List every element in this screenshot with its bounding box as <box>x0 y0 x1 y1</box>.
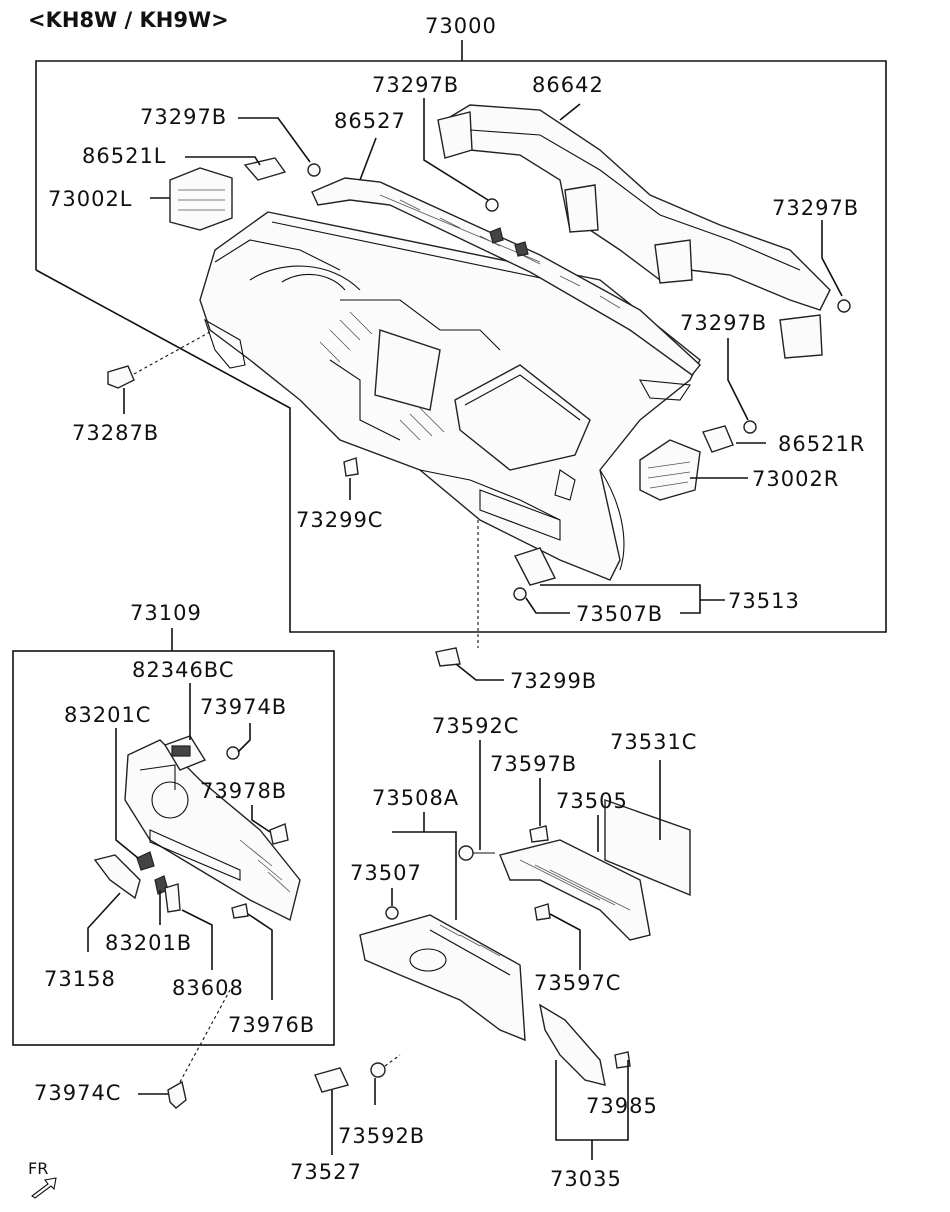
label-73297B: 73297B <box>680 311 767 335</box>
label-73513: 73513 <box>728 589 800 613</box>
label-73002R: 73002R <box>752 467 839 491</box>
part-labels: 73000 73297B 86642 73297B 86527 86521L 7… <box>28 14 865 1191</box>
label-73592B: 73592B <box>338 1124 425 1148</box>
label-86642: 86642 <box>532 73 604 97</box>
label-73508A: 73508A <box>372 786 459 810</box>
label-73978B: 73978B <box>200 779 287 803</box>
leader-lines-main <box>123 98 843 681</box>
label-73297B: 73297B <box>772 196 859 220</box>
front-arrow-icon <box>31 1177 57 1199</box>
label-86521L: 86521L <box>82 144 167 168</box>
label-73000: 73000 <box>425 14 497 38</box>
label-82346BC: 82346BC <box>132 658 235 682</box>
label-73507: 73507 <box>350 861 422 885</box>
label-73976B: 73976B <box>228 1013 315 1037</box>
lower-panel-illustration <box>93 735 301 1109</box>
label-73297B: 73297B <box>372 73 459 97</box>
label-fr: FR <box>28 1159 48 1178</box>
glove-box-illustration <box>314 799 691 1093</box>
label-86521R: 86521R <box>778 432 865 456</box>
label-73507B: 73507B <box>576 602 663 626</box>
label-83201C: 83201C <box>64 703 151 727</box>
label-86527: 86527 <box>334 109 406 133</box>
label-73109: 73109 <box>130 601 202 625</box>
label-73592C: 73592C <box>432 714 519 738</box>
model-header: <KH8W / KH9W> <box>28 8 229 32</box>
label-73158: 73158 <box>44 967 116 991</box>
air-duct-illustration <box>437 104 831 359</box>
instrument-panel-illustration <box>199 211 701 581</box>
label-73974C: 73974C <box>34 1081 121 1105</box>
label-73002L: 73002L <box>48 187 133 211</box>
label-73505: 73505 <box>556 789 628 813</box>
label-73299C: 73299C <box>296 508 383 532</box>
label-73985: 73985 <box>586 1094 658 1118</box>
label-73035: 73035 <box>550 1167 622 1191</box>
main-assembly-frame <box>35 40 887 633</box>
leader-lines-glove-box <box>331 740 661 1160</box>
label-73287B: 73287B <box>72 421 159 445</box>
label-73597C: 73597C <box>534 971 621 995</box>
small-parts-main <box>107 157 851 667</box>
leader-lines-lower-panel <box>87 683 273 1095</box>
label-83201B: 83201B <box>105 931 192 955</box>
label-73299B: 73299B <box>510 669 597 693</box>
label-73527: 73527 <box>290 1160 362 1184</box>
label-83608: 83608 <box>172 976 244 1000</box>
label-73531C: 73531C <box>610 730 697 754</box>
reinforcement-illustration <box>311 177 701 376</box>
label-73297B: 73297B <box>140 105 227 129</box>
label-73974B: 73974B <box>200 695 287 719</box>
lower-panel-frame <box>12 628 335 1046</box>
label-73597B: 73597B <box>490 752 577 776</box>
